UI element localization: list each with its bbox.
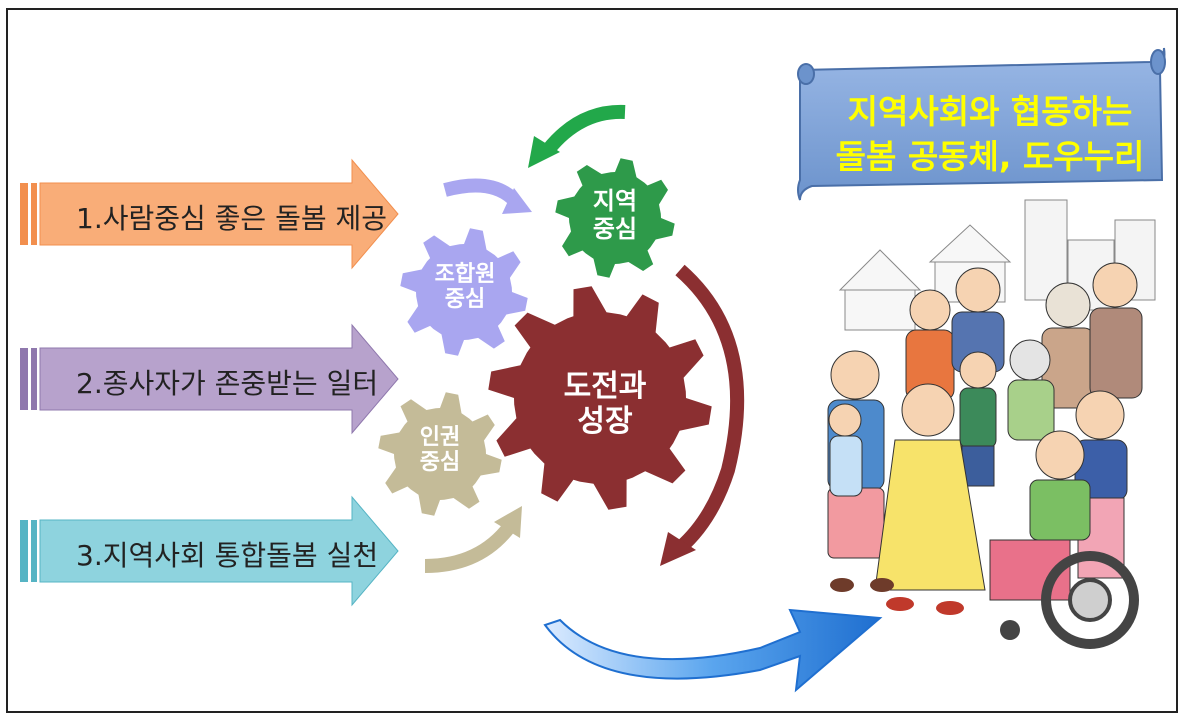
gear-rights-line1: 인권	[419, 425, 461, 450]
gear-rights	[378, 392, 502, 516]
gear-rights-shape	[378, 392, 502, 516]
gear-growth-line2: 성장	[577, 403, 633, 439]
tan-curved-arrow	[424, 506, 522, 573]
community-people-illustration	[827, 199, 1156, 649]
arrow-3	[20, 495, 399, 607]
gear-member-line1: 조합원	[434, 262, 496, 287]
gear-member-label: 조합원 중심	[415, 262, 515, 313]
banner-line2: 돌봄 공동체, 도우누리	[835, 136, 1145, 176]
arrow-1	[20, 158, 399, 270]
gear-rights-line2: 중심	[419, 450, 461, 476]
gear-community-line1: 지역	[592, 187, 638, 215]
arrow-label-1: 1.사람중심 좋은 돌봄 제공	[76, 202, 388, 235]
green-curved-arrow	[528, 104, 626, 168]
arrow-2	[20, 323, 399, 435]
gear-community	[555, 158, 675, 278]
arrow-label-2: 2.종사자가 존중받는 일터	[76, 367, 379, 400]
blue-swoosh-arrow	[543, 608, 883, 693]
purple-curved-arrow	[443, 178, 532, 214]
gear-community-label: 지역 중심	[570, 187, 660, 243]
maroon-curved-arrow	[660, 264, 745, 566]
gear-community-line2: 중심	[592, 214, 638, 243]
gear-growth-line1: 도전과	[563, 369, 647, 404]
banner-line1: 지역사회와 협동하는	[847, 92, 1133, 131]
banner-title: 지역사회와 협동하는 돌봄 공동체, 도우누리	[818, 90, 1162, 179]
gear-member-line2: 중심	[444, 287, 486, 313]
gear-rights-label: 인권 중심	[395, 425, 485, 476]
gear-member-shape	[400, 228, 528, 356]
gear-growth-shape	[488, 286, 712, 510]
gear-growth-label: 도전과 성장	[540, 369, 670, 439]
arrow-label-3: 3.지역사회 통합돌봄 실천	[76, 539, 379, 572]
gear-member	[400, 228, 528, 356]
gear-growth	[488, 286, 712, 510]
gear-community-shape	[555, 158, 675, 278]
banner-scroll	[797, 47, 1166, 201]
